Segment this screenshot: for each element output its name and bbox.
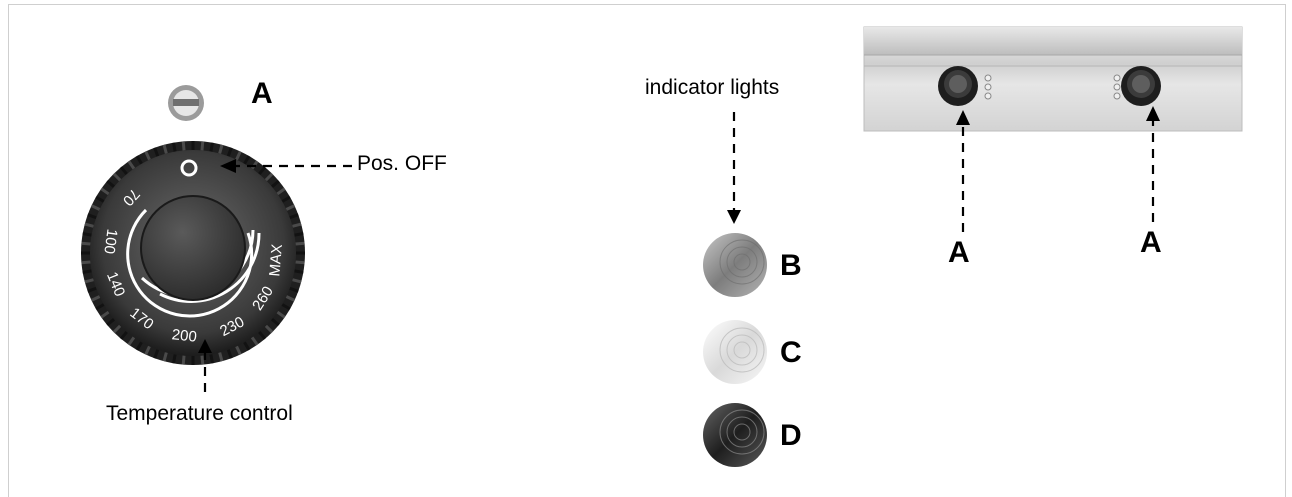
- knob-knurling: [81, 141, 305, 365]
- indicator-b-label: B: [780, 249, 802, 282]
- panel-knob-left: [938, 66, 978, 106]
- indicator-light-b: [703, 233, 767, 297]
- panel-knob-right: [1121, 66, 1161, 106]
- knob-center-cap: [140, 195, 246, 301]
- indicator-d-label: D: [780, 419, 802, 452]
- callout-a-knob: A: [251, 77, 273, 110]
- pos-off-label: Pos. OFF: [357, 152, 447, 175]
- figure-frame: [8, 4, 1286, 497]
- pilot-lamp-icon: [168, 85, 204, 121]
- indicator-arrowhead: [727, 210, 741, 224]
- indicator-light-d: [703, 403, 767, 467]
- scale-label-max: MAX: [266, 243, 286, 277]
- callout-a-panel-left: A: [948, 236, 970, 269]
- indicator-light-c: [703, 320, 767, 384]
- temperature-control-label: Temperature control: [106, 402, 293, 425]
- control-panel: [863, 26, 1243, 132]
- scale-label-100: 100: [100, 228, 120, 255]
- panel-arrowhead-left: [956, 110, 970, 125]
- callout-a-panel-right: A: [1140, 226, 1162, 259]
- pos-off-arrowhead: [220, 159, 236, 173]
- indicator-c-label: C: [780, 336, 802, 369]
- panel-indicator-lights-left: [984, 74, 992, 100]
- temperature-arrowhead: [198, 339, 212, 353]
- scale-label-200: 200: [171, 326, 198, 346]
- panel-arrowhead-right: [1146, 106, 1160, 121]
- off-position-mark: [180, 159, 198, 177]
- indicator-lights-label: indicator lights: [645, 76, 780, 99]
- panel-indicator-lights-right: [1113, 74, 1121, 100]
